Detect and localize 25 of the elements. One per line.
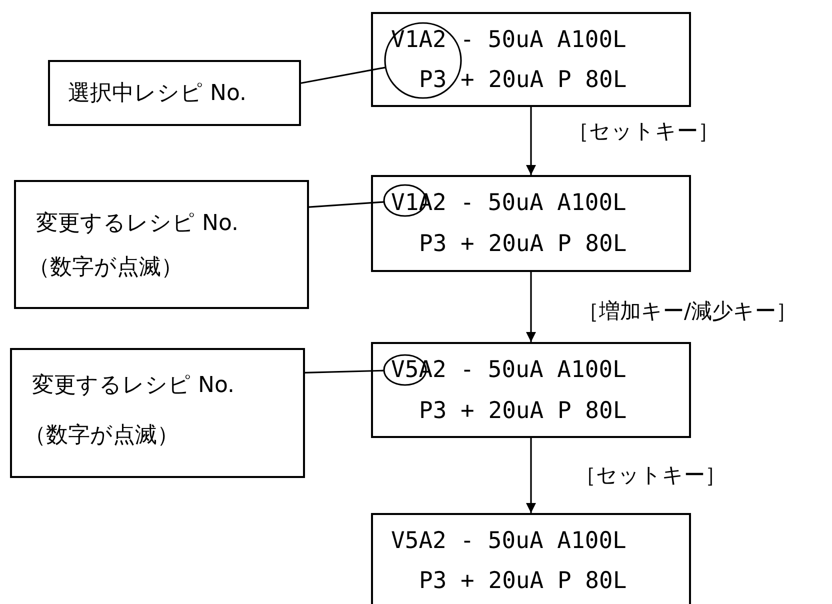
display-line: P3 + 20uA P 80L [419, 66, 627, 94]
note-box [48, 60, 301, 126]
display-line: P3 + 20uA P 80L [419, 230, 627, 258]
display-line: P3 + 20uA P 80L [419, 397, 627, 425]
note-text: 変更するレシピ No. [36, 210, 239, 238]
leader-line [308, 201, 384, 208]
circle-mark [384, 22, 462, 99]
display-box [371, 175, 691, 272]
note-text: （数字が点滅） [24, 422, 179, 450]
arrow [526, 107, 536, 175]
arrow [526, 438, 536, 513]
arrow [526, 272, 536, 342]
note-text: 変更するレシピ No. [32, 372, 235, 400]
leader-line [300, 66, 386, 84]
note-text: 選択中レシピ No. [68, 80, 247, 108]
note-text: （数字が点滅） [28, 254, 183, 282]
display-line: P3 + 20uA P 80L [419, 567, 627, 595]
note-box [10, 348, 305, 478]
display-box [371, 342, 691, 438]
display-line: V1A2 - 50uA A100L [391, 26, 626, 54]
display-box [371, 12, 691, 107]
display-box [371, 513, 691, 604]
display-line: V5A2 - 50uA A100L [391, 527, 626, 555]
note-box [14, 180, 309, 309]
leader-line [304, 370, 384, 374]
